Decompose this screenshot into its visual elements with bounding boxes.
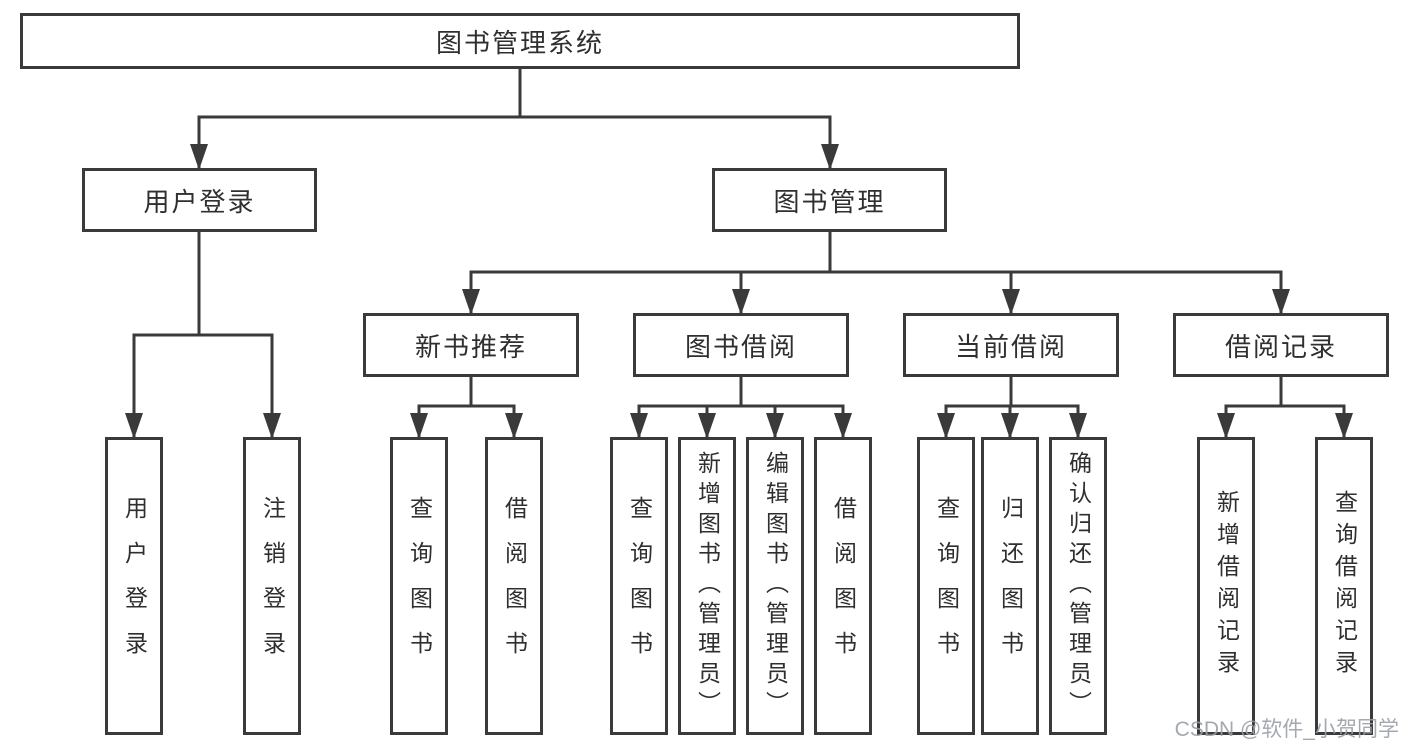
node-book-management: 图书管理 [712,168,947,232]
leaf-add-book-admin: 新增图书（管理员） [678,437,736,735]
leaf-query-books-recommend: 查询图书 [390,437,448,735]
node-current-borrowing: 当前借阅 [903,313,1119,377]
node-book-management-system: 图书管理系统 [20,13,1020,69]
node-borrowing-records: 借阅记录 [1173,313,1389,377]
leaf-return-books: 归还图书 [981,437,1039,735]
leaf-add-borrow-record: 新增借阅记录 [1197,437,1255,735]
leaf-edit-book-admin: 编辑图书（管理员） [746,437,804,735]
node-user-login: 用户登录 [82,168,317,232]
leaf-logout: 注销登录 [243,437,301,735]
leaf-borrow-books-borrowing: 借阅图书 [814,437,872,735]
node-book-borrowing: 图书借阅 [633,313,849,377]
leaf-confirm-return-admin: 确认归还（管理员） [1049,437,1107,735]
leaf-query-books-borrowing: 查询图书 [610,437,668,735]
leaf-borrow-books-recommend: 借阅图书 [485,437,543,735]
node-new-book-recommendation: 新书推荐 [363,313,579,377]
leaf-query-borrow-record: 查询借阅记录 [1315,437,1373,735]
leaf-user-login: 用户登录 [105,437,163,735]
leaf-query-books-current: 查询图书 [917,437,975,735]
